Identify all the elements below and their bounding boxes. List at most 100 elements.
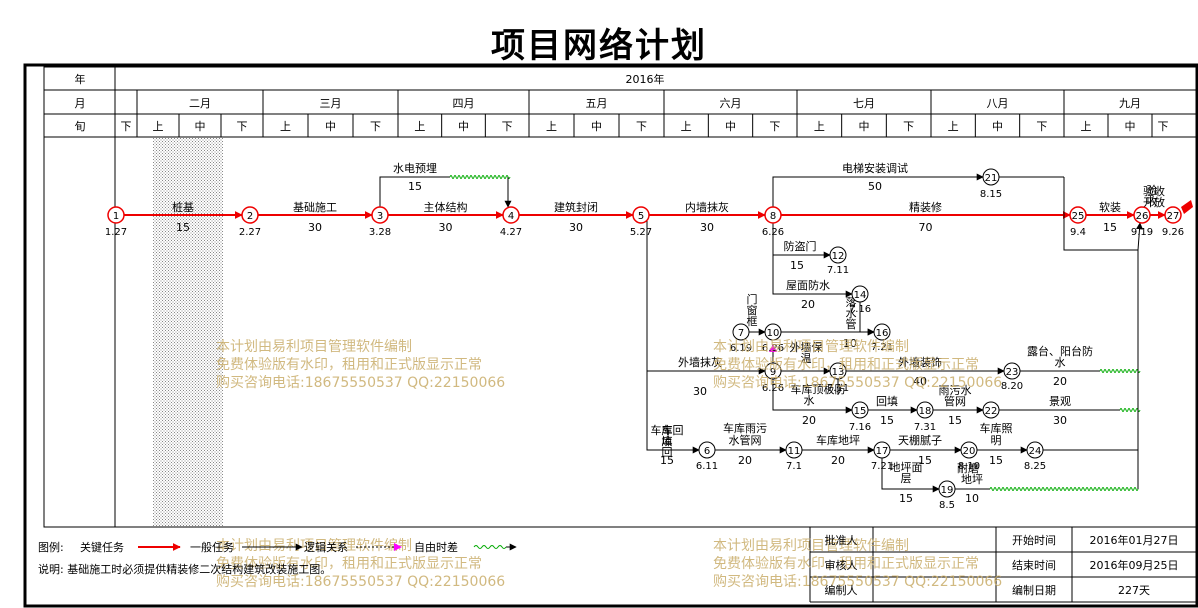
task-duration: 70	[919, 221, 933, 234]
task-duration: 10	[843, 337, 857, 350]
task-duration: 20	[831, 454, 845, 467]
node-date: 7.11	[827, 383, 849, 394]
header-decade: 中	[1125, 120, 1136, 133]
node-5	[632, 206, 650, 224]
header-month: 七月	[853, 97, 875, 110]
task-duration: 40	[913, 375, 927, 388]
node-number: 19	[941, 485, 954, 496]
task-duration: 15	[660, 454, 674, 467]
node-22	[982, 401, 1000, 419]
node-date: 8.10	[958, 461, 980, 472]
compiler-label: 编制人	[825, 583, 858, 597]
node-number: 7	[738, 328, 744, 339]
task-duration: 15	[176, 221, 190, 234]
node-date: 7.1	[786, 461, 802, 472]
task-name: 层	[901, 472, 912, 485]
task-duration: 15	[899, 492, 913, 505]
watermark-line: 本计划由易利项目管理软件编制	[713, 339, 909, 355]
task-name: 露台、阳台防	[1027, 344, 1093, 358]
node-number: 16	[876, 328, 889, 339]
node-number: 1	[113, 211, 119, 222]
task-name: 地坪面	[890, 461, 923, 474]
task-duration: 20	[802, 414, 816, 427]
node-number: 2	[247, 211, 253, 222]
node-8	[764, 206, 782, 224]
watermark-line: 购买咨询电话:18675550537 QQ:22150066	[216, 574, 505, 590]
node-date: 9.26	[1162, 227, 1184, 238]
legend-logic-arrow	[394, 543, 402, 551]
node-date: 6.11	[696, 461, 718, 472]
start-label: 开始时间	[1012, 533, 1056, 547]
node-number: 13	[832, 367, 845, 378]
node-number: 18	[919, 406, 932, 417]
task-name: 主体结构	[424, 200, 468, 214]
task-name: 软装	[1099, 200, 1121, 214]
header-decade: 上	[1081, 120, 1092, 133]
node-17	[873, 441, 891, 459]
node-number: 26	[1136, 211, 1149, 222]
node-26	[1133, 206, 1151, 224]
node-number: 14	[854, 290, 867, 301]
node-date: 6.26	[762, 343, 784, 354]
task-arrow	[1063, 177, 1138, 251]
task-arrow	[772, 379, 853, 414]
task-name: 耐磨	[957, 462, 979, 475]
header-decade: 下	[903, 120, 914, 133]
info-panel: 批准人 审核人 编制人 开始时间 2016年01月27日 结束时间 2016年0…	[825, 533, 1179, 597]
node-number: 20	[963, 446, 976, 457]
node-date: 7.11	[827, 265, 849, 276]
header-decade-label: 旬	[75, 120, 86, 133]
header-month: 三月	[320, 97, 342, 110]
date-label: 编制日期	[1012, 583, 1056, 597]
header-month: 六月	[720, 97, 742, 110]
task-name: 外墙装饰	[898, 355, 942, 369]
task-label: 验收	[1147, 183, 1158, 208]
node-10	[764, 323, 782, 341]
header-decade: 下	[121, 120, 132, 133]
task-arrow	[1136, 222, 1144, 251]
start-value: 2016年01月27日	[1090, 533, 1179, 547]
free-float-wave	[1119, 408, 1141, 412]
free-float-wave	[1099, 369, 1141, 373]
node-6	[698, 441, 716, 459]
header-decade: 中	[195, 120, 206, 133]
node-15	[851, 401, 869, 419]
task-duration: 15	[1103, 221, 1117, 234]
task-name: 桩基	[172, 200, 194, 214]
task-label-char: 库	[662, 435, 673, 448]
task-name: 回填	[876, 394, 898, 408]
header-decade: 下	[1158, 120, 1169, 133]
task-label-char: 车	[662, 423, 673, 437]
task-duration: 15	[790, 259, 804, 272]
header-decade: 上	[153, 120, 164, 133]
task-label: 门窗框	[747, 292, 758, 328]
header-decade: 上	[681, 120, 692, 133]
node-number: 8	[770, 211, 776, 222]
header-decade: 下	[502, 120, 513, 133]
node-number: 25	[1072, 211, 1085, 222]
node-24	[1026, 441, 1044, 459]
watermark-group-2: 本计划由易利项目管理软件编制 免费体验版有水印，租用和正式版显示正常 购买咨询电…	[713, 339, 1002, 391]
outer-frame	[23, 63, 1198, 608]
task-name: 水电预埋	[393, 162, 437, 175]
task-duration: 30	[439, 221, 453, 234]
node-23	[1003, 362, 1021, 380]
end-label: 结束时间	[1012, 559, 1056, 572]
task-name: 防盗门	[784, 239, 817, 253]
node-13	[829, 362, 847, 380]
node-number: 22	[985, 406, 998, 417]
reviewer-label: 审核人	[825, 558, 858, 572]
header-decade: 下	[370, 120, 381, 133]
node-2	[241, 206, 259, 224]
node-date: 8.15	[980, 189, 1002, 200]
task-name: 验收	[1143, 184, 1165, 198]
task-duration: 15	[880, 414, 894, 427]
task-duration: 20	[738, 454, 752, 467]
task-arrow	[881, 458, 940, 493]
task-name: 车库地坪	[816, 433, 860, 447]
shaded-band	[153, 136, 223, 526]
task-name: 车库照	[980, 421, 1013, 435]
node-date: 7.16	[849, 304, 871, 315]
task-name: 电梯安装调试	[842, 161, 908, 175]
